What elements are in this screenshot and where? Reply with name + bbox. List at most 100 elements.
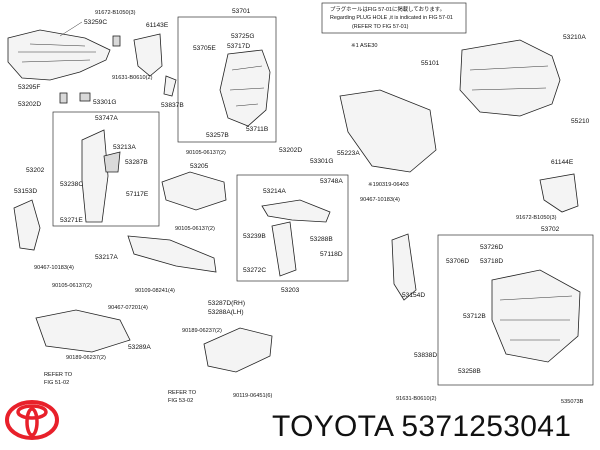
- bracket-53214a: [261, 199, 331, 223]
- bracket-53153d: [13, 199, 41, 251]
- side-member-53202: [81, 129, 109, 223]
- label-53288a: 53288A(LH): [208, 309, 244, 316]
- group-box-53701: [177, 16, 277, 143]
- apron-part-53711b: [219, 49, 271, 127]
- label-53287d: 53287D(RH): [208, 300, 245, 307]
- refer-mid-line2: FIG 53-02: [168, 398, 193, 404]
- plug-hole-note-box: [321, 2, 467, 34]
- label-90467-10183-c: 90467-10183(4): [360, 197, 400, 203]
- undercover-part-top-left: [7, 29, 111, 81]
- plug-note-line2: Regarding PLUG HOLE ,it is indicated in …: [330, 15, 453, 21]
- label-90467-07201: 90467-07201(4): [108, 305, 148, 311]
- bracket-53213a: [103, 151, 121, 173]
- label-90109-08241: 90109-08241(4): [135, 288, 175, 294]
- label-53837b: 53837B: [161, 102, 184, 109]
- label-53214a: 53214A: [263, 188, 286, 195]
- cross-member-53205: [161, 171, 227, 211]
- asterisk-note-ase30: ※1 ASE30: [351, 42, 377, 49]
- group-box-53702: [437, 234, 594, 386]
- toyota-logo: [5, 400, 59, 440]
- refer-left-line1: REFER TO: [44, 372, 73, 378]
- label-53718d: 53718D: [480, 258, 503, 265]
- label-53702: 53702: [541, 226, 560, 233]
- label-53711b: 53711B: [246, 126, 269, 133]
- logo-top-ring: [16, 404, 48, 420]
- label-53295f: 53295F: [18, 84, 40, 91]
- label-53205: 53205: [190, 163, 209, 170]
- part-number: 5371253041: [401, 410, 572, 443]
- logo-vertical-ring: [25, 407, 39, 437]
- logo-outer-ring: [5, 400, 59, 440]
- label-53271e: 53271E: [60, 217, 83, 224]
- label-90105-06137-c: 90105-06137(2): [52, 283, 92, 289]
- bracket-53287d: [203, 327, 273, 373]
- label-53202: 53202: [26, 167, 45, 174]
- label-190319-06403: ※190319-06403: [368, 181, 409, 188]
- label-90105-06137-b: 90105-06137(2): [175, 226, 215, 232]
- dash-panel-55101: [459, 39, 561, 117]
- label-53210a: 53210A: [563, 34, 586, 41]
- clip-53301g: [79, 92, 91, 102]
- support-53217a: [127, 235, 217, 273]
- label-53705e: 53705E: [193, 45, 216, 52]
- label-53203: 53203: [281, 287, 300, 294]
- label-53202d-b: 53202D: [279, 147, 302, 154]
- label-57117e: 57117E: [126, 191, 149, 198]
- label-53257b: 53257B: [206, 132, 229, 139]
- bracket-61143e: [133, 33, 163, 77]
- label-53706d: 53706D: [446, 258, 469, 265]
- label-53701: 53701: [232, 8, 251, 15]
- label-91631-b0610-a: 91631-B0610(2): [112, 75, 153, 81]
- label-53289a: 53289A: [128, 344, 151, 351]
- brand-name: TOYOTA: [272, 410, 393, 443]
- label-90467-10183-a: 90467-10183(4): [34, 265, 74, 271]
- bracket-53154d: [391, 233, 417, 301]
- label-53288b: 53288B: [310, 236, 333, 243]
- label-90105-06137-a: 90105-06137(2): [186, 150, 226, 156]
- bolt-53202d: [59, 92, 68, 104]
- undercover-part-lower-left: [35, 309, 131, 353]
- insulator-55223a: [339, 89, 437, 173]
- label-53154d: 53154D: [402, 292, 425, 299]
- label-53153d: 53153D: [14, 188, 37, 195]
- label-61143e: 61143E: [146, 22, 169, 29]
- label-53287b: 53287B: [125, 159, 148, 166]
- label-57118d: 57118D: [320, 251, 343, 258]
- label-53217a: 53217A: [95, 254, 118, 261]
- apron-part-53712b: [491, 269, 581, 363]
- label-53301g-a: 53301G: [93, 99, 116, 106]
- refer-mid-line1: REFER TO: [168, 390, 197, 396]
- label-53202d-a: 53202D: [18, 101, 41, 108]
- label-53301g-b: 53301G: [310, 158, 333, 165]
- label-53272c: 53272C: [243, 267, 266, 274]
- label-90119-06451: 90119-06451(6): [233, 393, 273, 399]
- brand-part-number: TOYOTA 5371253041: [272, 410, 571, 444]
- label-61144e: 61144E: [551, 159, 574, 166]
- plug-note-line1: プラグホールはFIG 57-01に掲載しております。: [330, 5, 445, 13]
- label-53725g: 53725G: [231, 33, 254, 40]
- label-53258b: 53258B: [458, 368, 481, 375]
- label-90189-06237-a: 90189-06237(2): [182, 328, 222, 334]
- label-55223a: 55223A: [337, 150, 360, 157]
- group-box-53202: [52, 111, 160, 227]
- label-53239b: 53239B: [243, 233, 266, 240]
- label-91631-b0610-b: 91631-B0610(2): [396, 396, 437, 402]
- plug-note-line3: (REFER TO FIG 57-01): [352, 24, 409, 30]
- label-53726d: 53726D: [480, 244, 503, 251]
- label-55101: 55101: [421, 60, 440, 67]
- label-53238c: 53238C: [60, 181, 83, 188]
- label-53838d: 53838D: [414, 352, 437, 359]
- screw-91672: [112, 35, 121, 47]
- refer-left-line2: FIG 51-02: [44, 380, 69, 386]
- label-53712b: 53712B: [463, 313, 486, 320]
- label-53748a: 53748A: [320, 178, 343, 185]
- label-53717d: 53717D: [227, 43, 250, 50]
- label-91672-b1050-b: 91672-B1050(3): [516, 215, 557, 221]
- label-53259c: 53259C: [84, 19, 107, 26]
- bracket-53837b: [163, 75, 177, 97]
- label-53213a: 53213A: [113, 144, 136, 151]
- label-90189-06237-b: 90189-06237(2): [66, 355, 106, 361]
- label-91672-b1050-a: 91672-B1050(3): [95, 10, 136, 16]
- label-53747a: 53747A: [95, 115, 118, 122]
